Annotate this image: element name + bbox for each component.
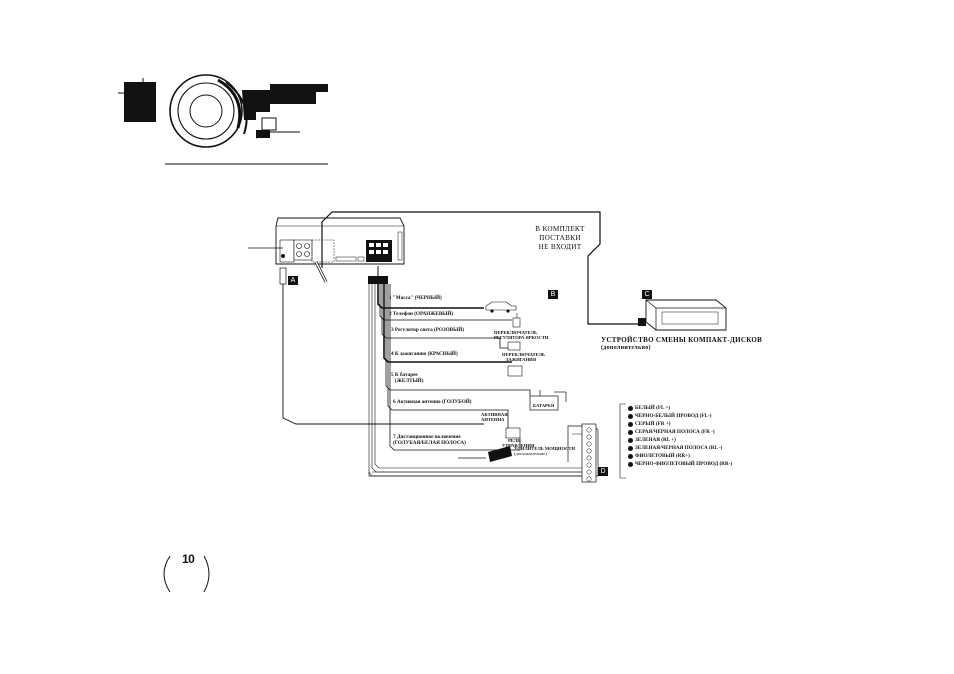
legend-item: СЕРАЯ/ЧЕРНАЯ ПОЛОСА (FR -) [628,428,732,436]
amplifier-label-line2: (дополнительно) [514,450,547,456]
speaker-wire-legend: БЕЛЫЙ (FL +) ЧЕРНО-БЕЛЫЙ ПРОВОД (FL-) СЕ… [628,404,732,468]
section-letter-d: D [598,467,608,476]
cd-changer-subtitle: (дополнительно) [601,344,651,351]
ignition-switch-icon [507,365,523,377]
relay-icon [505,427,521,439]
relay-label: РЕЛЕ УПРАВЛЕНИЯ [502,438,535,448]
bullet-icon [628,437,633,443]
battery-label: БАТАРЕЯ [533,403,555,408]
light-switch-icon [507,341,521,351]
relay-label-line2: УПРАВЛЕНИЯ [502,442,535,448]
bullet-icon [628,461,633,467]
wire-7-label-line2: (ГОЛУБАЯ/БЕЛАЯ ПОЛОСА) [393,440,466,447]
light-switch-label: ПЕРЕКЛЮЧАТЕЛЬ РЕГУЛЯТОРА ЯРКОСТИ [494,330,549,341]
legend-item: СЕРЫЙ (FR +) [628,420,732,428]
legend-item: ЧЕРНО-ФИОЛЕТОВЫЙ ПРОВОД (RR-) [628,460,732,468]
head-unit [275,217,405,265]
wire-5-label-line2: (ЖЕЛТЫЙ) [395,378,424,385]
ignition-switch-label-line1: ПЕРЕКЛЮЧАТЕЛЬ [502,352,546,357]
page-number: 10 [182,552,195,566]
section-letter-a: A [288,276,298,285]
active-antenna-label: АКТИВНАЯ АНТЕННА [481,412,508,422]
battery-icon [529,390,567,411]
not-included-note: В КОМПЛЕКТ ПОСТАВКИ НЕ ВХОДИТ [530,225,590,252]
speaker-wire-8-label: ЧЕРНО-ФИОЛЕТОВЫЙ ПРОВОД (RR-) [635,461,733,467]
legend-item: БЕЛЫЙ (FL +) [628,404,732,412]
amplifier-label-line1: УСИЛИТЕЛЬ МОЩНОСТИ [514,446,576,451]
wire-4-label: 4 К зажиганию (КРАСНЫЙ) [391,351,458,357]
legend-item: ЗЕЛЕНАЯ (RL +) [628,436,732,444]
car-ground-icon [485,301,517,313]
active-antenna-label-line2: АНТЕННА [481,416,505,422]
wire-7-label: 7 Дистанционное включение (ГОЛУБАЯ/БЕЛАЯ… [393,434,466,447]
active-antenna-label-line1: АКТИВНАЯ [481,412,508,417]
bullet-icon [628,405,633,411]
ignition-switch-label: ПЕРЕКЛЮЧАТЕЛЬ ЗАЖИГАНИЯ [502,352,546,362]
amplifier-icon [488,446,512,462]
ignition-switch-label-line2: ЗАЖИГАНИЯ [506,356,537,362]
speaker-wire-3-label: СЕРЫЙ (FR +) [635,421,671,427]
cd-changer-caption: УСТРОЙСТВО СМЕНЫ КОМПАКТ-ДИСКОВ (дополни… [601,336,762,352]
legend-item: ЗЕЛЕНАЯ/ЧЕРНАЯ ПОЛОСА (RL -) [628,444,732,452]
wire-3-label: 3 Регулятор света (РОЗОВЫЙ) [391,327,464,333]
wire-7-label-line1: 7 Дистанционное включение [393,434,461,440]
cd-changer-title: УСТРОЙСТВО СМЕНЫ КОМПАКТ-ДИСКОВ [601,336,763,344]
speaker-wire-4-label: СЕРАЯ/ЧЕРНАЯ ПОЛОСА (FR -) [635,429,715,435]
amplifier-label: УСИЛИТЕЛЬ МОЩНОСТИ (дополнительно) [514,446,576,456]
relay-label-line1: РЕЛЕ [508,438,521,443]
speaker-wire-2-label: ЧЕРНО-БЕЛЫЙ ПРОВОД (FL-) [635,413,712,419]
wire-2-label: 2 Телефон (ОРАНЖЕВЫЙ) [389,311,454,317]
cd-changer-icon [638,299,727,331]
phone-icon [512,313,521,328]
speaker-terminal-block [581,403,626,483]
legend-item: ФИОЛЕТОВЫЙ (RR+) [628,452,732,460]
bullet-icon [628,429,633,435]
wire-5-label: 5 К батарее (ЖЕЛТЫЙ) [391,372,424,385]
speaker-wire-7-label: ФИОЛЕТОВЫЙ (RR+) [635,453,690,459]
bullet-icon [628,445,633,451]
speaker-wire-1-label: БЕЛЫЙ (FL +) [635,405,671,411]
legend-item: ЧЕРНО-БЕЛЫЙ ПРОВОД (FL-) [628,412,732,420]
bullet-icon [628,413,633,419]
wire-5-label-line1: 5 К батарее [391,372,418,378]
page-number-frame [163,555,210,593]
not-included-line1: В КОМПЛЕКТ [535,225,585,233]
speaker-wire-5-label: ЗЕЛЕНАЯ (RL +) [635,437,676,443]
section-letter-b: B [548,290,558,299]
bullet-icon [628,453,633,459]
not-included-line3: НЕ ВХОДИТ [538,243,582,251]
speaker-wire-6-label: ЗЕЛЕНАЯ/ЧЕРНАЯ ПОЛОСА (RL -) [635,445,723,451]
cd-changer-cable [314,211,640,325]
wire-1-label: 1 "Масса" (ЧЕРНЫЙ) [389,295,442,301]
wire-harness [368,266,599,477]
disc-logo-icon [118,74,328,165]
wire-6-label: 6 Активная антенна (ГОЛУБОЙ) [393,399,472,405]
not-included-line2: ПОСТАВКИ [539,234,581,242]
section-letter-c: C [642,290,652,299]
bullet-icon [628,421,633,427]
